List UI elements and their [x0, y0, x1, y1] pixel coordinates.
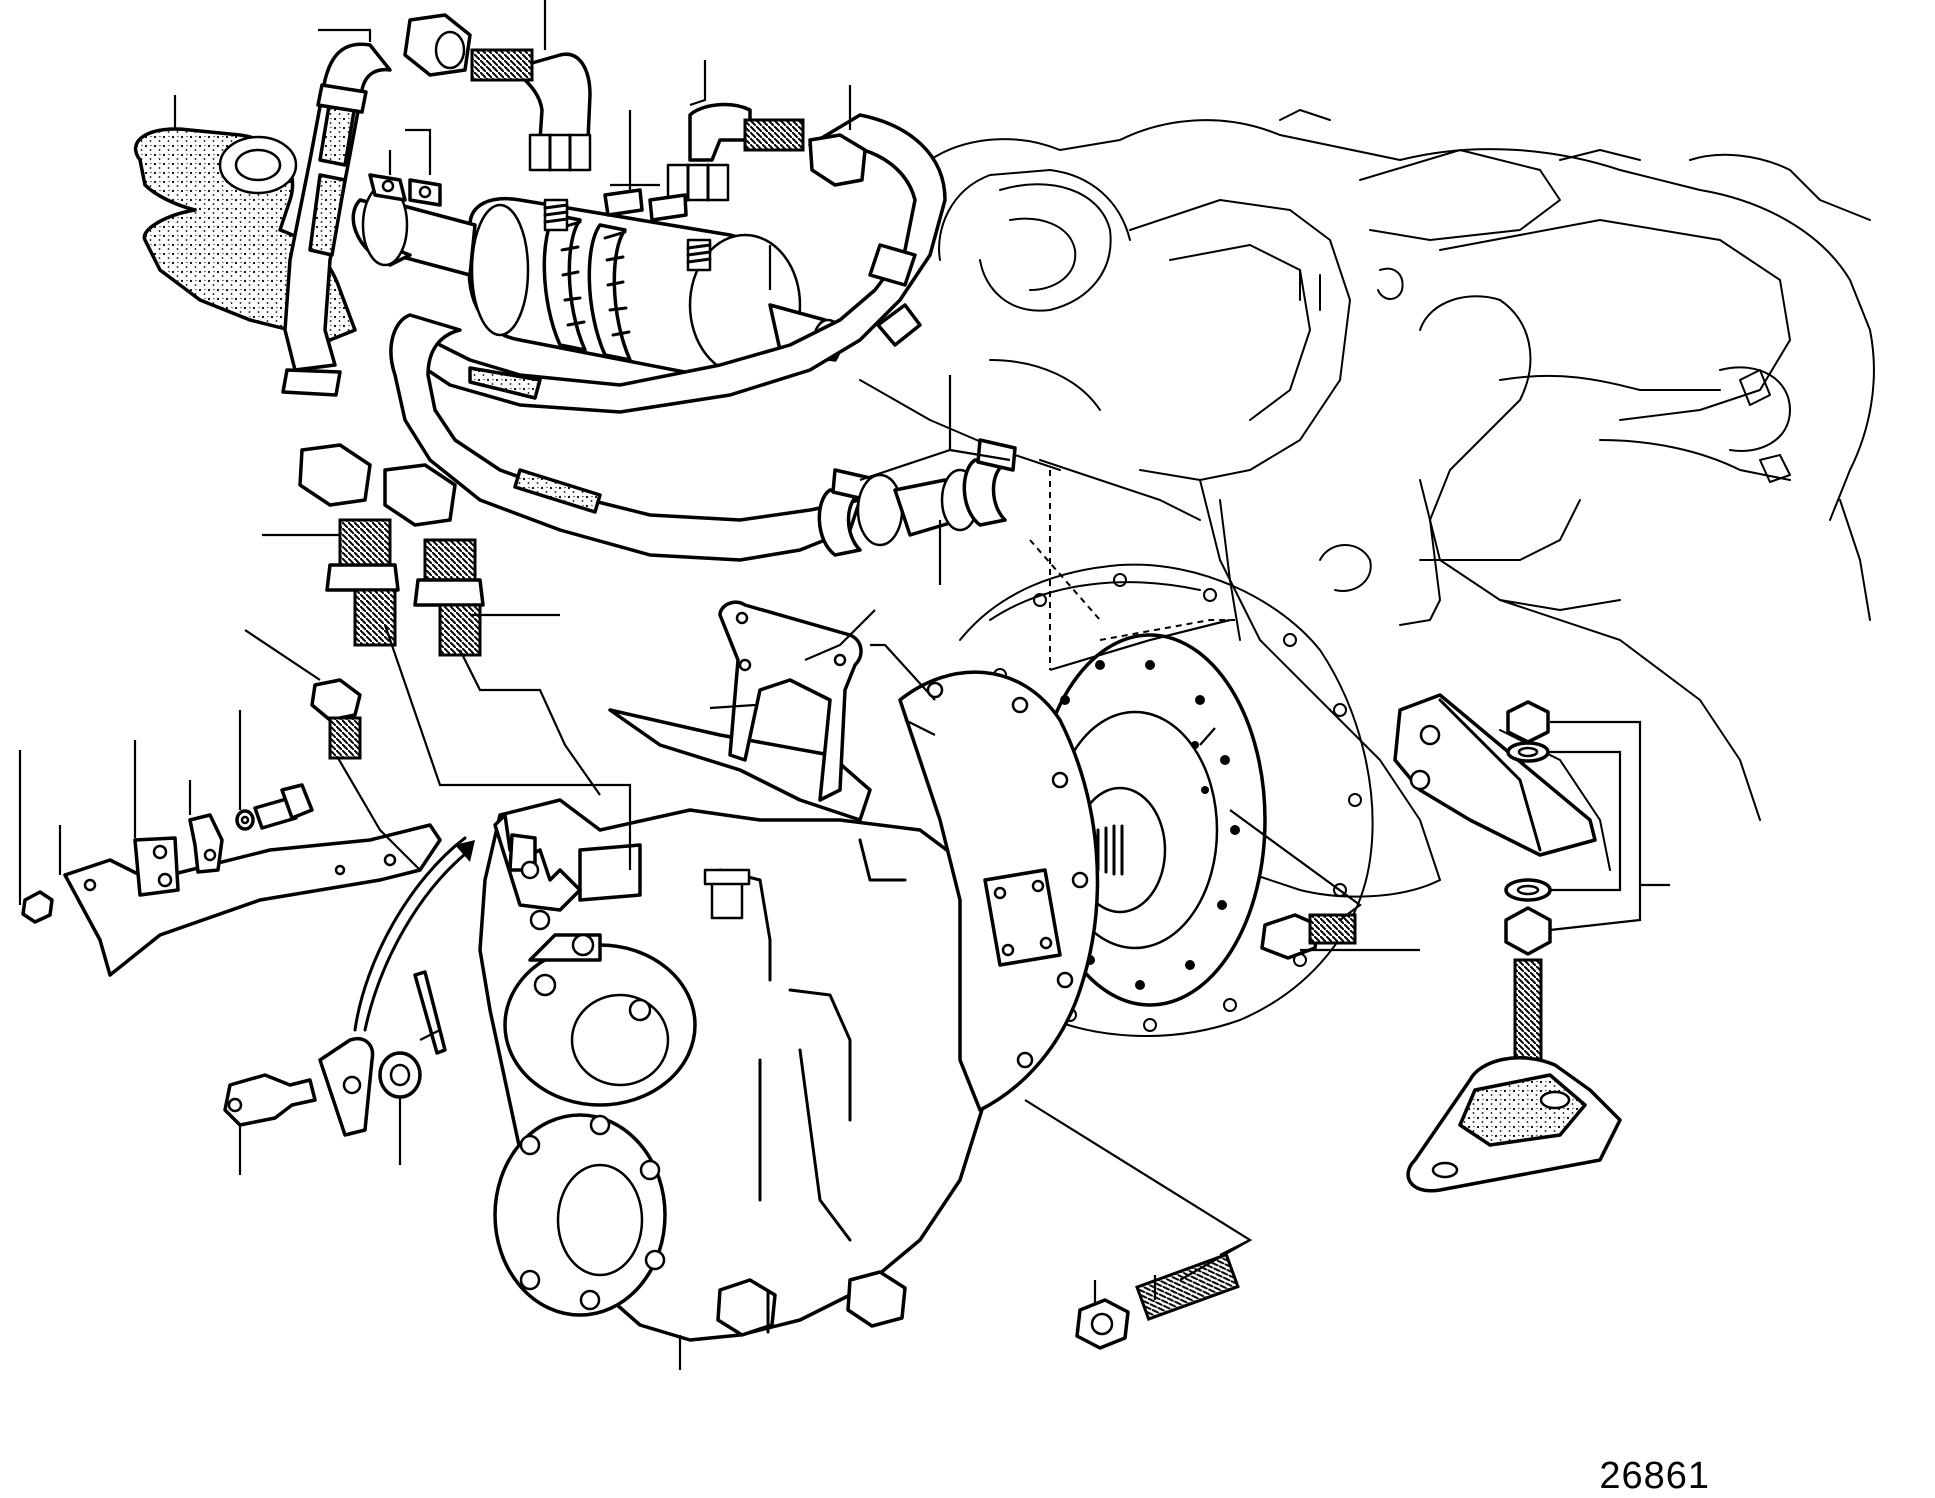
cable-bracket [21, 678, 442, 977]
stud-and-nut [1075, 1252, 1240, 1350]
shift-lever-assembly [223, 813, 582, 1137]
engine-mount [1393, 693, 1622, 1193]
bell-housing [898, 670, 1100, 1112]
flywheel-housing [959, 563, 1374, 1037]
flywheel-bolt [1260, 913, 1357, 960]
hose-fittings [298, 48, 805, 657]
hose-clamps [817, 438, 1017, 557]
figure-number: 26861 [1599, 1455, 1710, 1497]
guard-plate [608, 600, 872, 822]
oil-hoses [281, 13, 947, 562]
leader-lines [18, 0, 1670, 1370]
top-hose-clamps [603, 188, 688, 222]
engine-block-outline [859, 109, 1875, 898]
oil-cooler [351, 173, 844, 378]
reverse-gear-housing [478, 798, 992, 1342]
